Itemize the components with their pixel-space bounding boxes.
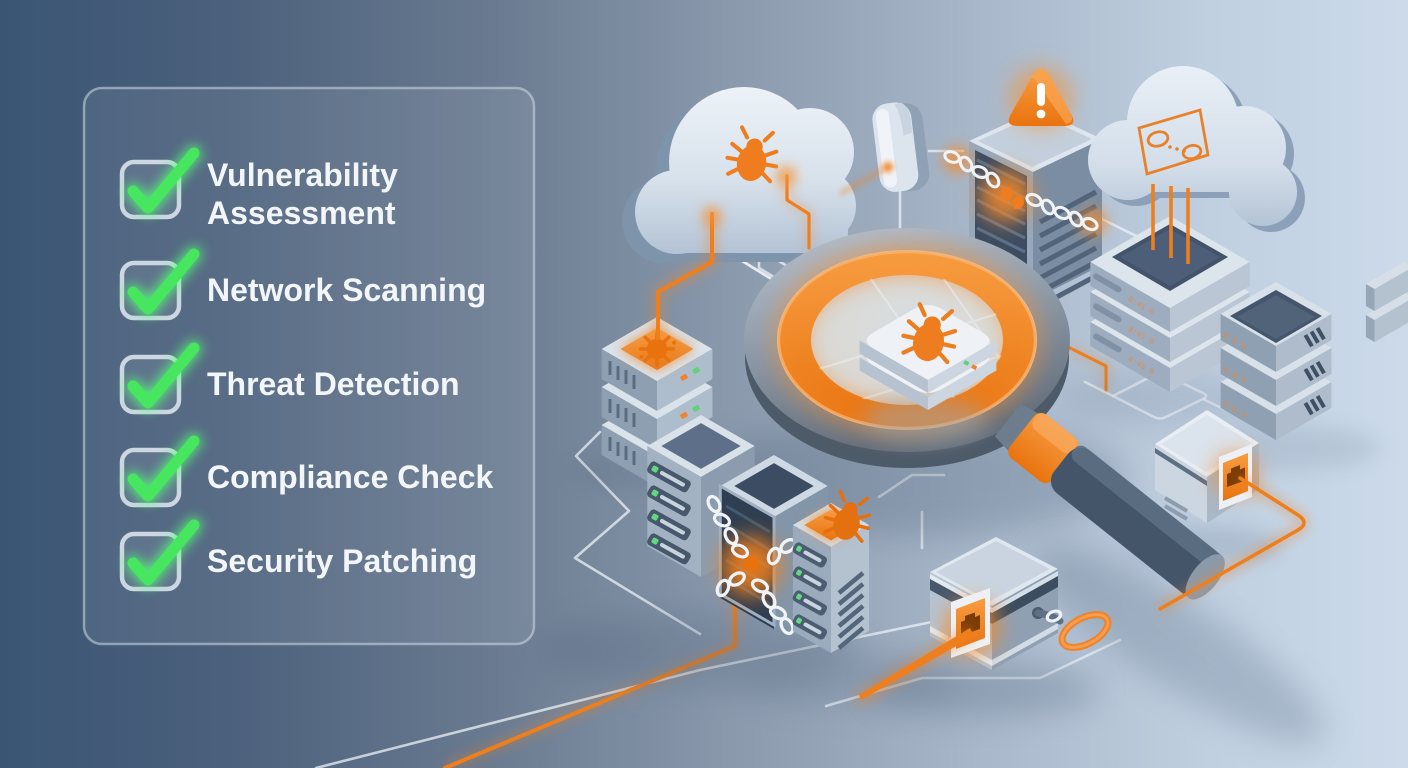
svg-text:Vulnerability: Vulnerability bbox=[207, 157, 398, 193]
svg-text:Security Patching: Security Patching bbox=[207, 543, 477, 579]
svg-text:Compliance Check: Compliance Check bbox=[207, 459, 494, 495]
svg-text:Network Scanning: Network Scanning bbox=[207, 272, 486, 308]
svg-text:Assessment: Assessment bbox=[207, 195, 396, 231]
svg-text:Threat Detection: Threat Detection bbox=[207, 366, 459, 402]
